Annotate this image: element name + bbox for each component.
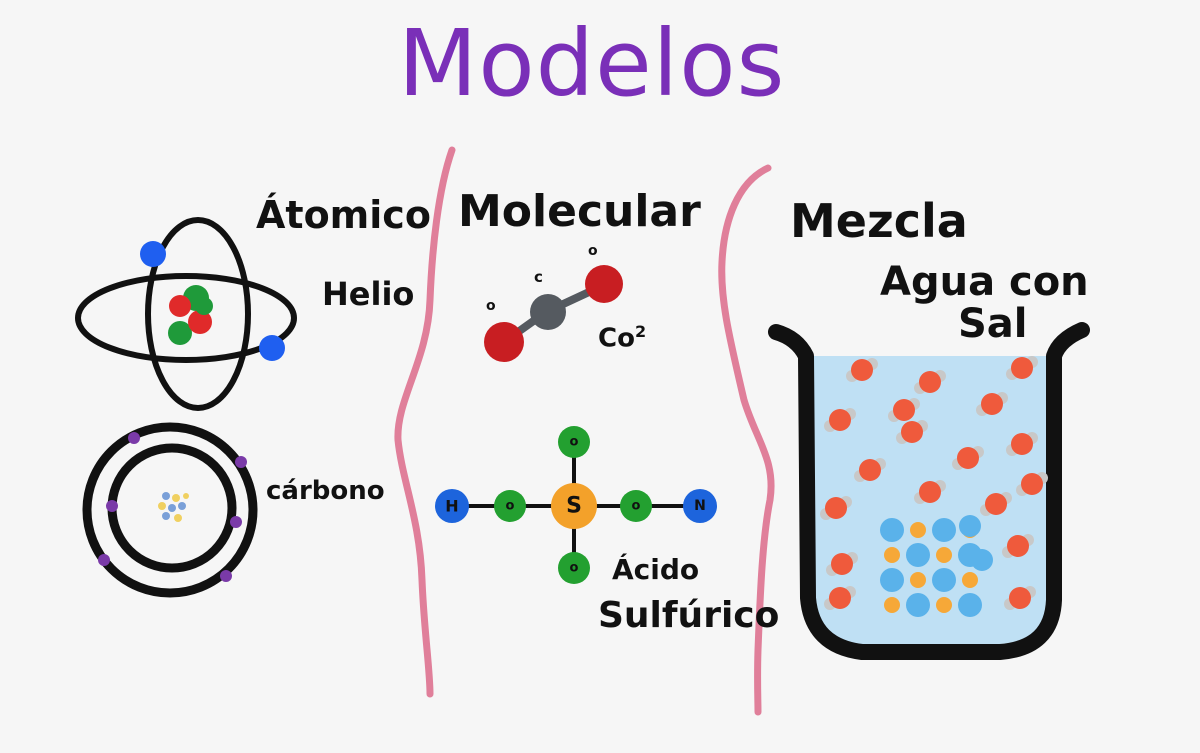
helium-nucleus: [168, 285, 213, 345]
divider-left: [394, 146, 456, 698]
electron: [235, 456, 247, 468]
water-molecule-oxygen: [901, 421, 923, 443]
oxygen-atom: [620, 490, 652, 522]
chloride-ion: [971, 549, 993, 571]
oxygen-letter: o: [632, 499, 641, 514]
chloride-ion: [880, 568, 904, 592]
proton: [188, 310, 212, 334]
oxygen-atom: [484, 322, 524, 362]
neutron: [168, 321, 192, 345]
neutron: [195, 297, 213, 315]
co2-formula-sup: 2: [634, 322, 647, 341]
mixture-label-line2: Sal: [958, 301, 1028, 347]
chloride-ion: [932, 518, 956, 542]
beaker-particles: [820, 356, 1048, 617]
sulfuric-acid-molecule: H o S o N o o: [435, 426, 717, 584]
co2-oxygen-letter: o: [588, 243, 598, 259]
sodium-ion: [936, 597, 952, 613]
co2-molecule: [484, 265, 623, 362]
water-molecule-oxygen: [1011, 357, 1033, 379]
chloride-ion: [932, 568, 956, 592]
page-title: Modelos: [398, 10, 786, 117]
chloride-ion: [959, 515, 981, 537]
water-molecule-oxygen: [919, 371, 941, 393]
electron: [220, 570, 232, 582]
water-molecule-oxygen: [981, 393, 1003, 415]
mixture-label-line1: Agua con: [880, 259, 1089, 305]
co2-formula-base: Co: [598, 323, 635, 354]
water-molecule-oxygen: [985, 493, 1007, 515]
water-molecule-oxygen: [829, 409, 851, 431]
beaker: [768, 322, 1090, 660]
helium-atom: [75, 217, 297, 411]
chloride-ion: [958, 593, 982, 617]
water-molecule-oxygen: [1021, 473, 1043, 495]
sodium-ion: [884, 597, 900, 613]
co2-oxygen-letter: o: [486, 298, 496, 314]
electron: [106, 500, 118, 512]
carbon-outer-orbit: [82, 422, 258, 598]
helium-orbit-vertical: [145, 217, 251, 411]
carbon-nucleus: [158, 492, 189, 522]
carbon-atom-co2: [530, 294, 566, 330]
sulfur-atom: [551, 483, 597, 529]
water-molecule-oxygen: [919, 481, 941, 503]
water-molecule-oxygen: [893, 399, 915, 421]
chloride-ion: [880, 518, 904, 542]
atomic-heading: Átomico: [256, 193, 431, 237]
water-molecule-oxygen: [831, 553, 853, 575]
electron: [128, 432, 140, 444]
nitrogen-letter: N: [694, 498, 706, 514]
sodium-ion: [936, 547, 952, 563]
electron: [259, 335, 285, 361]
sodium-ion: [910, 522, 926, 538]
chloride-ion: [906, 593, 930, 617]
water-molecule-oxygen: [1007, 535, 1029, 557]
water-molecule-oxygen: [859, 459, 881, 481]
oxygen-atom: [494, 490, 526, 522]
oxygen-letter: o: [570, 561, 579, 576]
water-molecule-oxygen: [1009, 587, 1031, 609]
carbon-atom: [82, 422, 258, 598]
water-molecule-oxygen: [825, 497, 847, 519]
oxygen-atom: [558, 426, 590, 458]
electron: [98, 554, 110, 566]
molecular-heading: Molecular: [458, 186, 701, 237]
mixture-heading: Mezcla: [790, 194, 968, 248]
co2-formula: Co2: [598, 324, 646, 352]
co2-carbon-letter: c: [534, 268, 543, 286]
water-molecule-oxygen: [1011, 433, 1033, 455]
chloride-ion: [906, 543, 930, 567]
carbon-label: cárbono: [266, 476, 385, 506]
oxygen-letter: o: [506, 499, 515, 514]
proton: [169, 295, 191, 317]
sulfuric-label-line2: Sulfúrico: [598, 595, 780, 636]
oxygen-atom: [585, 265, 623, 303]
hydrogen-atom: [683, 489, 717, 523]
electron: [230, 516, 242, 528]
beaker-outline: [768, 322, 1090, 660]
helium-orbit-horizontal: [75, 273, 297, 363]
electron: [140, 241, 166, 267]
water-molecule-oxygen: [957, 447, 979, 469]
water-molecule-oxygen: [851, 359, 873, 381]
oxygen-atom: [558, 552, 590, 584]
carbon-electrons: [98, 432, 247, 582]
sodium-ion: [884, 547, 900, 563]
oxygen-letter: o: [570, 435, 579, 450]
divider-right: [718, 164, 775, 716]
sodium-ion: [962, 572, 978, 588]
hydrogen-atom: [435, 489, 469, 523]
water-molecule-oxygen: [829, 587, 851, 609]
sulfur-letter: S: [566, 494, 582, 519]
hydrogen-letter: H: [445, 497, 458, 516]
sodium-ion: [910, 572, 926, 588]
sulfuric-label-line1: Ácido: [612, 553, 700, 586]
helium-label: Helio: [322, 275, 415, 313]
